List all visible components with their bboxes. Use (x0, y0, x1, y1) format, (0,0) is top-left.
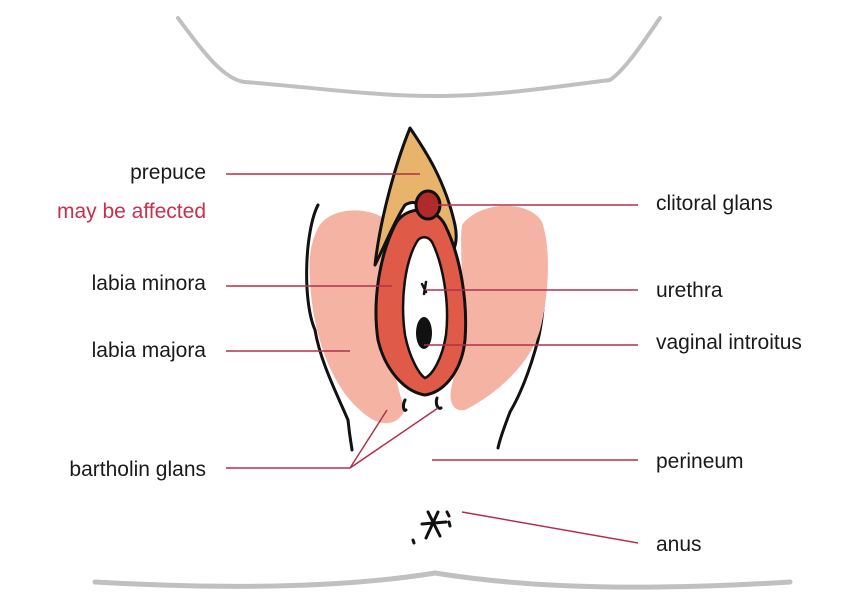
label-labia-minora: labia minora (20, 272, 206, 296)
label-labia-majora: labia majora (20, 339, 206, 363)
bartholin-gland-left (403, 400, 406, 410)
lower-body-contour (95, 573, 790, 587)
anus-shape (413, 512, 450, 543)
label-urethra: urethra (656, 279, 723, 303)
label-prepuce: prepuce (60, 161, 206, 185)
label-clitoral-glans: clitoral glans (656, 192, 773, 216)
bartholin-gland-right (436, 398, 441, 408)
label-bartholin-glans: bartholin glans (0, 458, 206, 482)
label-may-be-affected: may be affected (0, 200, 206, 224)
label-perineum: perineum (656, 450, 744, 474)
leader-anus (462, 512, 638, 543)
leader-bartholin-left (350, 410, 387, 468)
vaginal-introitus-shape (416, 317, 432, 349)
label-anus: anus (656, 533, 702, 557)
upper-body-contour (178, 18, 660, 96)
label-vaginal-introitus: vaginal introitus (656, 331, 802, 355)
